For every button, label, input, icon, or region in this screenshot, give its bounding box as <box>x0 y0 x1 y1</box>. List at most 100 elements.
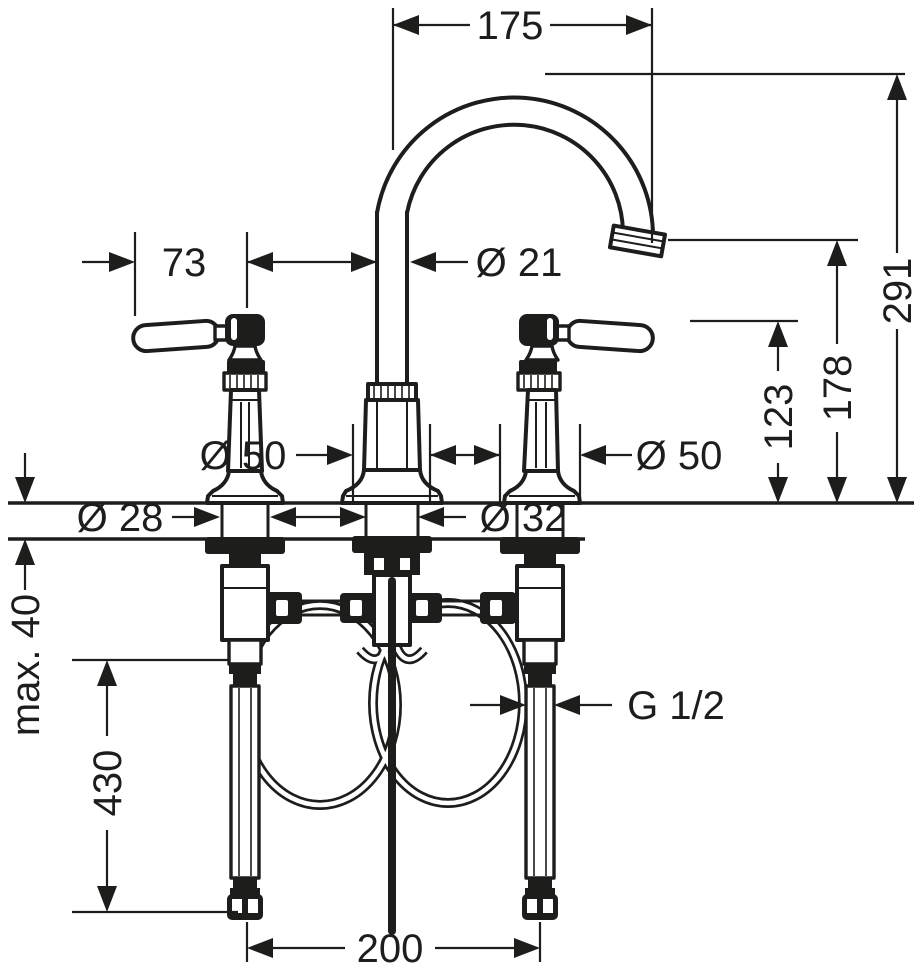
supply-hose <box>229 684 261 880</box>
dim-deck-thickness: max. 40 <box>4 453 48 736</box>
through-deck-shank <box>364 505 420 536</box>
dim-hose-length: 430 <box>72 658 238 914</box>
body-line <box>231 399 259 468</box>
hose-top-collar <box>528 674 552 686</box>
mounting-flange <box>500 537 580 554</box>
hose-braid-lines <box>533 688 547 876</box>
dim-handle-projection: 73 <box>82 232 377 316</box>
extension-lines <box>245 922 542 962</box>
dim-label-total-height: 291 <box>876 258 920 325</box>
arrowheads <box>393 15 652 35</box>
connection-pipe-left <box>266 592 376 624</box>
center-shank-assembly <box>352 505 432 935</box>
handle-ring <box>519 360 557 373</box>
hose-bottom-fitting <box>525 888 555 895</box>
column-body <box>362 398 422 472</box>
dim-hole-spacing: 200 <box>245 922 542 971</box>
mounting-deck <box>8 501 914 541</box>
spout-pipe <box>375 211 409 386</box>
block-slot <box>374 558 384 570</box>
dim-label-spout-diameter: Ø 21 <box>476 241 563 285</box>
dim-total-height: 291 <box>545 72 920 503</box>
fitting-highlight <box>416 600 428 616</box>
dim-hole-diameters: Ø 28 Ø 32 <box>77 496 567 540</box>
mounting-tab <box>524 554 556 566</box>
hose-stub-right-core <box>393 644 426 662</box>
dim-label-escutcheon-left: Ø 50 <box>200 434 287 478</box>
fitting-highlight <box>276 600 288 616</box>
body-line <box>528 399 556 468</box>
knurl-lines <box>523 375 553 388</box>
hose-stub-left-core <box>358 644 391 662</box>
pull-rod <box>388 577 396 935</box>
hub-highlight <box>547 318 553 340</box>
dim-spout-diameter: Ø 21 <box>410 241 562 285</box>
valve-body <box>515 564 565 642</box>
spout-outer-arc <box>375 95 656 238</box>
supply-hose <box>524 684 556 880</box>
column-base-bell <box>340 468 444 505</box>
dim-spout-reach: 175 <box>391 4 654 243</box>
extension-lines <box>72 658 238 914</box>
column-pipe-lines <box>376 402 408 468</box>
block-slot <box>400 558 410 570</box>
faucet-above-deck <box>131 95 667 505</box>
dim-label-handle-height: 123 <box>757 384 801 451</box>
handle-stem <box>227 344 263 362</box>
extension-lines <box>391 8 654 243</box>
collar-knurl <box>373 386 410 398</box>
dim-thread: G 1/2 <box>470 684 725 728</box>
pipe-lines <box>440 599 482 617</box>
hose-top-fitting <box>524 664 556 674</box>
extension-lines <box>351 424 582 502</box>
handle-stem <box>524 344 560 362</box>
dim-handle-height: 123 <box>690 319 801 503</box>
hose-braid-lines <box>238 688 252 876</box>
dim-label-hole-side: Ø 28 <box>77 496 164 540</box>
arrowhead <box>410 252 436 272</box>
arrowheads <box>97 660 117 912</box>
nut-facet <box>232 899 242 913</box>
valve-body <box>220 564 270 642</box>
knurl-lines <box>229 375 259 388</box>
lever <box>564 318 655 354</box>
lever <box>131 318 222 354</box>
dim-label-spout-reach: 175 <box>477 4 544 48</box>
pipe-lines <box>302 599 342 617</box>
dim-label-hole-center: Ø 32 <box>480 496 567 540</box>
hose-top-collar <box>233 674 257 686</box>
valve-lower <box>522 638 558 666</box>
left-handle <box>131 314 285 505</box>
dim-label-spout-outlet-height: 178 <box>816 355 860 422</box>
mounting-flange <box>352 536 432 553</box>
nut-facet <box>543 899 553 913</box>
spout-aerator <box>607 223 667 259</box>
arrowheads <box>500 695 580 715</box>
right-valve-assembly <box>500 505 580 920</box>
below-deck-assembly <box>205 505 580 935</box>
through-deck-shank <box>515 505 565 538</box>
dim-label-deck-thickness: max. 40 <box>4 594 48 736</box>
mounting-tab <box>229 554 261 566</box>
dim-label-thread: G 1/2 <box>627 684 725 728</box>
spout-inner-arc <box>405 122 625 233</box>
dim-label-hole-spacing: 200 <box>357 927 424 971</box>
hub-highlight <box>231 318 237 340</box>
handle-ring <box>227 360 265 373</box>
connection-pipe-right <box>406 592 516 624</box>
hose-loop-right-core <box>370 600 526 806</box>
spout-column <box>340 382 444 505</box>
dim-spout-outlet-height: 178 <box>668 238 860 503</box>
mounting-block <box>364 553 420 575</box>
fitting-highlight <box>490 600 502 616</box>
hose-bottom-collar <box>233 878 257 888</box>
aerator-bands <box>611 231 664 250</box>
arrowheads <box>15 477 35 565</box>
valve-lower <box>227 638 263 666</box>
hose-top-fitting <box>229 664 261 674</box>
dim-escutcheon-left: Ø 50 Ø 50 <box>200 424 722 502</box>
through-deck-shank <box>220 505 270 538</box>
left-valve-assembly <box>205 505 285 920</box>
